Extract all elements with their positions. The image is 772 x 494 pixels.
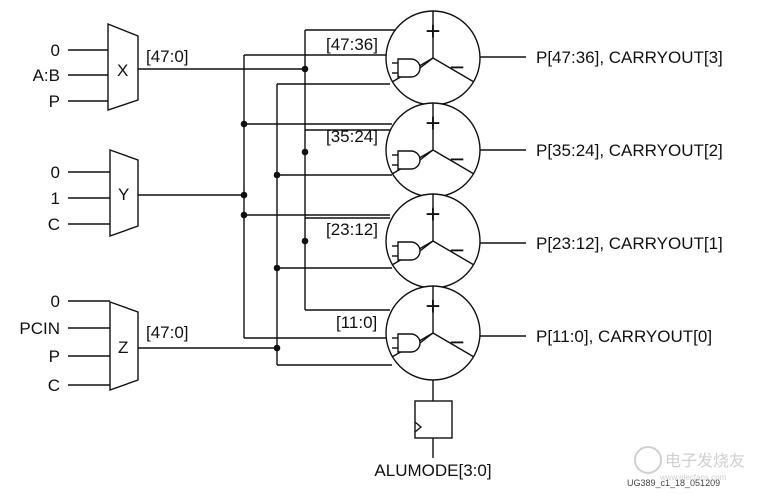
clock-icon (414, 421, 423, 433)
and-gate-icon (397, 241, 421, 261)
and-gate-icon (397, 150, 421, 170)
junction-dot (240, 120, 248, 128)
minus-icon: − (449, 235, 464, 265)
watermark-url: www.elecfans.com (659, 473, 727, 482)
output-label: P[23:12], CARRYOUT[1] (536, 234, 723, 253)
adder-23-12: + − [23:12] P[23:12], CARRYOUT[1] (326, 193, 723, 289)
junction-dot (273, 344, 281, 352)
minus-icon: − (449, 52, 464, 82)
junction-dot (273, 171, 281, 179)
and-gate-icon (397, 58, 421, 78)
plus-icon: + (425, 108, 440, 138)
junction-dot (301, 148, 309, 156)
alumode-register: ALUMODE[3:0] (374, 380, 492, 480)
junction-dot (273, 264, 281, 272)
mux-x-label: X (117, 61, 128, 80)
slice-label: [23:12] (326, 220, 378, 239)
mux-y-body (109, 149, 139, 237)
register-box (414, 400, 453, 439)
watermark: 电子发烧友 www.elecfans.com (634, 446, 745, 482)
mux-x-input-1: A:B (33, 66, 60, 85)
adder-47-36: + − [47:36] P[47:36], CARRYOUT[3] (326, 10, 723, 106)
junction-dot (301, 237, 309, 245)
plus-icon: + (425, 16, 440, 46)
mux-x-input-2: P (49, 92, 60, 111)
slice-label: [11:0] (336, 313, 377, 332)
adder-11-0: + − [11:0] P[11:0], CARRYOUT[0] (336, 285, 712, 381)
slice-label: [47:36] (326, 35, 378, 54)
output-label: P[11:0], CARRYOUT[0] (536, 327, 712, 346)
mux-z-bus-label: [47:0] (146, 323, 189, 342)
mux-z: Z 0 PCIN P C [47:0] (19, 292, 188, 395)
watermark-logo-icon (634, 446, 662, 474)
plus-icon: + (425, 291, 440, 321)
mux-x-input-0: 0 (51, 41, 60, 60)
minus-icon: − (449, 327, 464, 357)
mux-x-body (107, 22, 139, 111)
figure-code: UG389_c1_18_051209 (627, 478, 720, 488)
mux-y-input-1: 1 (51, 189, 60, 208)
junction-dot (240, 211, 248, 219)
mux-y-input-0: 0 (51, 163, 60, 182)
plus-icon: + (425, 199, 440, 229)
mux-y: Y 0 1 C (48, 149, 139, 237)
mux-x-bus-label: [47:0] (146, 47, 189, 66)
adder-35-24: + − [35:24] P[35:24], CARRYOUT[2] (326, 102, 723, 198)
mux-x: X 0 A:B P [47:0] (33, 22, 189, 111)
output-label: P[35:24], CARRYOUT[2] (536, 141, 723, 160)
mux-z-input-2: P (49, 347, 60, 366)
mux-y-input-2: C (48, 215, 60, 234)
bus-wiring (138, 29, 395, 366)
junction-dot (240, 191, 248, 199)
mux-z-body (109, 301, 139, 391)
alumode-label: ALUMODE[3:0] (374, 461, 491, 480)
junction-dot (301, 65, 309, 73)
mux-y-label: Y (118, 185, 129, 204)
watermark-text: 电子发烧友 (665, 451, 745, 470)
minus-icon: − (449, 144, 464, 174)
slice-label: [35:24] (326, 127, 378, 146)
and-gate-icon (397, 333, 421, 353)
mux-z-label: Z (118, 338, 128, 357)
mux-z-input-1: PCIN (19, 319, 60, 338)
output-label: P[47:36], CARRYOUT[3] (536, 48, 723, 67)
mux-z-input-0: 0 (51, 292, 60, 311)
mux-z-input-3: C (48, 376, 60, 395)
